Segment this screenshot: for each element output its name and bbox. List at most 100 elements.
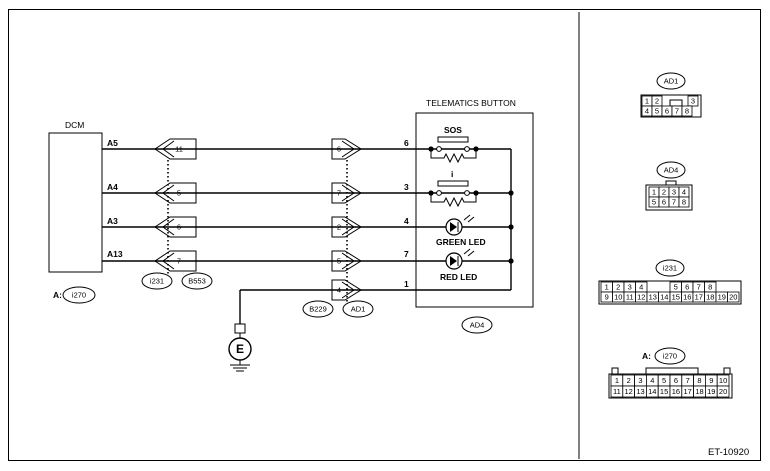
module-title: TELEMATICS BUTTON [426,98,516,108]
dcm-pin-labels: A5 A4 A3 A13 [107,138,123,259]
conn1-pin-4: 7 [154,250,197,272]
sos-switch: SOS [428,125,479,164]
pin-cell: 5 [662,376,666,385]
pin-cell: 2 [627,376,631,385]
pin-cell: 3 [672,188,676,197]
pin-cell: 8 [697,376,701,385]
pin-cell: 8 [708,283,712,292]
connector-view-ad4-name: AD4 [664,166,679,175]
conn1-pin-label: 7 [177,257,181,266]
module-pin-1: 1 [404,279,409,289]
pin-cell: 4 [639,283,643,292]
connector-ref-ad4: AD4 [461,316,493,334]
connector-ref-ad1-text: AD1 [351,305,366,314]
pin-cell: 8 [685,107,689,116]
module-pin-7: 7 [404,249,409,259]
conn1-pin-3: 6 [154,216,197,238]
ecu-ref-prefix: A: [53,290,62,300]
pin-cell: 6 [674,376,678,385]
pin-cell: 4 [682,188,686,197]
pin-cell: 17 [684,387,692,396]
pin-cell: 5 [652,198,656,207]
pin-cell: 11 [626,293,634,302]
pin-cell: 7 [672,198,676,207]
pin-cell: 18 [706,293,714,302]
pin-cell: 19 [707,387,715,396]
pin-cell: 3 [638,376,642,385]
ecu-ref-name: i270 [72,291,86,300]
pin-cell: 5 [674,283,678,292]
connector-ref-b553: B553 [181,272,213,290]
dcm-pin-a3: A3 [107,216,118,226]
i-switch: i [428,169,511,208]
connector-ref-b553-text: B553 [188,277,206,286]
pin-cell: 13 [636,387,644,396]
dcm-label: DCM [65,120,84,130]
module-pin-6: 6 [404,138,409,148]
pin-cell: 7 [697,283,701,292]
conn2-pin-label: 2 [337,223,341,232]
pin-cell: 12 [637,293,645,302]
pin-cell: 6 [665,107,669,116]
ground-symbol: E [228,323,252,372]
pin-cell: 16 [683,293,691,302]
pin-cell: 5 [655,107,659,116]
dcm-box [48,132,103,273]
conn2-pin-5: 4 [331,279,362,301]
pin-cell: 9 [605,293,609,302]
dcm-pin-a13: A13 [107,249,123,259]
connector-ref-b229-text: B229 [309,305,327,314]
pin-cell: 4 [650,376,654,385]
module-pin-4: 4 [404,216,409,226]
connector-view-ad1-name: AD1 [664,77,679,86]
connector-i231-group: 11 5 6 7 [154,138,197,276]
pin-cell: 19 [718,293,726,302]
pin-cell: 20 [729,293,737,302]
telematics-button-module: TELEMATICS BUTTON SOS i [415,98,534,334]
conn2-pin-label: 7 [337,189,341,198]
connector-view-i270-prefix: A: [642,351,651,361]
pin-cell: 17 [695,293,703,302]
pin-cell: 10 [614,293,622,302]
pin-cell: 11 [613,387,621,396]
pin-cell: 10 [719,376,727,385]
connector-ref-i231-text: i231 [150,277,164,286]
ecu-ref: A: i270 [53,286,96,304]
conn1-pin-label: 5 [177,189,181,198]
pin-cell: 2 [662,188,666,197]
pin-cell: 13 [649,293,657,302]
conn2-pin-4: 5 [331,250,362,272]
pin-cell: 12 [625,387,633,396]
pin-cell: 3 [691,97,695,106]
conn2-pin-label: 4 [337,286,341,295]
pin-cell: 1 [652,188,656,197]
conn1-pin-1: 11 [154,138,197,160]
pin-cell: 9 [709,376,713,385]
connector-view-ad4: AD4 1 2 3 4 5 6 7 8 [645,161,693,211]
diagram-code: ET-10920 [708,447,749,458]
connector-ref-ad1: AD1 [342,300,374,318]
conn2-pin-label: 6 [337,145,341,154]
sos-label: SOS [444,125,462,135]
connector-ref-ad4-text: AD4 [470,321,485,330]
dcm-pin-a4: A4 [107,182,118,192]
connector-view-ad1: AD1 1 2 3 4 5 6 7 8 [640,72,702,118]
conn2-pin-2: 7 [331,182,362,204]
connector-view-i270-name: i270 [663,352,677,361]
pin-cell: 3 [628,283,632,292]
connector-ref-i231: i231 [141,272,173,290]
pin-cell: 1 [615,376,619,385]
pin-cell-box [727,291,740,303]
wires [102,148,511,324]
pin-cell: 2 [616,283,620,292]
ground-label: E [236,342,244,356]
pin-cell: 7 [686,376,690,385]
red-led-label: RED LED [440,272,477,282]
pin-cell: 14 [648,387,656,396]
pin-cell: 1 [645,97,649,106]
pin-cell: 2 [655,97,659,106]
connector-view-i231-name: i231 [663,264,677,273]
